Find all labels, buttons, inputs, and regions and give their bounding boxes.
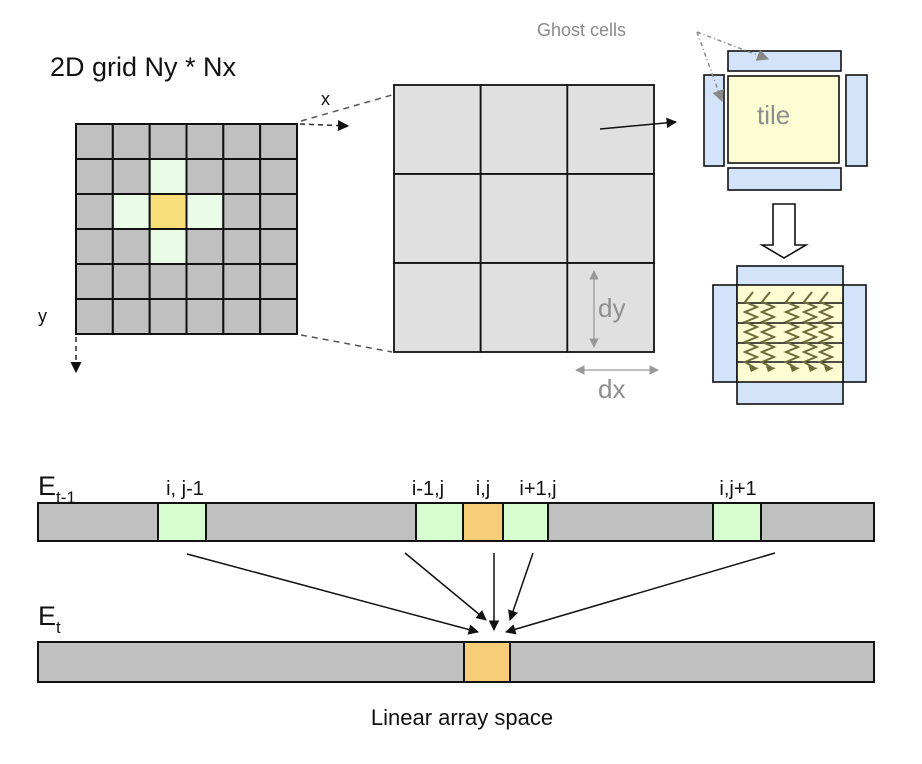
zigzag-traversal-path — [817, 291, 835, 369]
ghost-cell-top — [727, 50, 842, 72]
grid-cell — [222, 298, 262, 335]
dependency-arrow-right-far — [504, 552, 776, 635]
grid-cell — [75, 123, 114, 160]
grid-cell — [148, 298, 188, 335]
zoomed-grid — [393, 84, 655, 353]
grid-cell — [75, 228, 114, 265]
zoom-grid-cell — [393, 173, 482, 264]
ghost-cell-bottom — [727, 167, 842, 191]
dy-label: dy — [598, 293, 625, 323]
top-array-cell-label: i,j — [476, 478, 490, 500]
linear-array-caption: Linear array space — [371, 705, 553, 730]
grid-cell — [75, 193, 114, 230]
traversal-zigzags — [742, 291, 835, 372]
zoom-grid-cell — [566, 173, 655, 264]
transform-down-arrow — [759, 203, 809, 259]
zoom-grid-cell — [479, 84, 569, 175]
top-array-cell-neighbor — [712, 502, 762, 542]
ghost-cells-label: Ghost cells — [537, 20, 626, 40]
grid-cell — [148, 123, 188, 160]
tile-label: tile — [757, 100, 790, 130]
grid-cell — [111, 123, 151, 160]
dependency-arrow-left-far — [186, 553, 480, 635]
zoom-grid-cell — [479, 173, 569, 264]
top-array-cell-label: i, j-1 — [166, 478, 204, 500]
grid-cell — [222, 263, 262, 300]
grid-cell — [222, 193, 262, 230]
zigzag-traversal-path — [801, 291, 819, 369]
zoom-connector-top — [300, 94, 393, 122]
grid-cell — [148, 263, 188, 300]
y-axis-label: y — [38, 306, 47, 326]
dependency-arrow-left-near — [404, 552, 487, 621]
zigzag-arrowhead — [749, 366, 759, 372]
grid-2d — [75, 123, 298, 335]
grid-cell-center — [148, 193, 188, 230]
bottom-array-label: Et — [38, 601, 61, 637]
top-array-cell-neighbor — [502, 502, 549, 542]
zigzag-traversal-path — [742, 291, 760, 369]
top-array-cell-center — [462, 502, 504, 542]
top-array-cell-labels: i, j-1 i-1,j i,j i+1,j i,j+1 — [166, 478, 757, 500]
x-axis-arrow — [299, 119, 350, 132]
grid-cell-neighbor — [185, 193, 225, 230]
zoom-connector-bottom — [300, 334, 393, 353]
grid-cell — [259, 193, 298, 230]
top-array-cell-neighbor — [415, 502, 464, 542]
top-linear-array — [37, 502, 875, 542]
tile-box — [727, 75, 840, 164]
zoom-grid-cell — [393, 84, 482, 175]
zoom-grid-cell — [566, 84, 655, 175]
zigzag-traversal-path — [759, 291, 777, 369]
grid-cell — [222, 228, 262, 265]
grid-cell-neighbor — [148, 158, 188, 195]
top-array-label: Et-1 — [38, 471, 76, 507]
zigzag-traversal-path — [783, 291, 801, 369]
grid-cell — [111, 298, 151, 335]
x-axis-label: x — [321, 89, 330, 109]
grid-cell — [75, 298, 114, 335]
grid-cell — [185, 263, 225, 300]
grid-cell — [185, 158, 225, 195]
dx-label: dx — [598, 374, 625, 404]
zigzag-arrowhead — [808, 366, 818, 372]
grid-cell — [75, 263, 114, 300]
zoom-grid-cell — [479, 262, 569, 353]
grid-cell — [259, 228, 298, 265]
grid-cell — [259, 123, 298, 160]
ghost-arrow-top — [696, 31, 770, 61]
to-tile-arrow — [599, 117, 678, 130]
grid-cell — [185, 298, 225, 335]
top-array-cell-neighbor — [157, 502, 207, 542]
grid-cell-neighbor — [148, 228, 188, 265]
grid-cell — [111, 228, 151, 265]
grid-cell — [75, 158, 114, 195]
grid-cell — [185, 123, 225, 160]
top-array-cell-label: i+1,j — [519, 478, 556, 500]
grid-title: 2D grid Ny * Nx — [50, 52, 237, 82]
ghost-arrow-left — [696, 31, 724, 103]
top-array-cell-label: i-1,j — [412, 478, 444, 500]
grid-cell — [185, 228, 225, 265]
zigzag-arrowhead — [824, 366, 834, 372]
bottom-array-bar — [37, 641, 875, 683]
ghost-cell-right — [845, 74, 868, 167]
grid-cell — [111, 158, 151, 195]
grid-cell-neighbor — [111, 193, 151, 230]
zigzag-arrowhead — [790, 366, 800, 372]
bottom-array-cell-center — [463, 641, 511, 683]
grid-cell — [222, 123, 262, 160]
bottom-linear-array — [37, 641, 875, 683]
zoom-grid-cell — [566, 262, 655, 353]
ghost-cell-left — [703, 74, 725, 167]
zoom-grid-cell — [393, 262, 482, 353]
grid-cell — [111, 263, 151, 300]
grid-cell — [222, 158, 262, 195]
grid-cell — [259, 158, 298, 195]
top-array-cell-label: i,j+1 — [719, 478, 756, 500]
grid-cell — [259, 298, 298, 335]
dependency-arrow-right-near — [508, 552, 534, 621]
grid-cell — [259, 263, 298, 300]
zigzag-arrowhead — [766, 366, 776, 372]
